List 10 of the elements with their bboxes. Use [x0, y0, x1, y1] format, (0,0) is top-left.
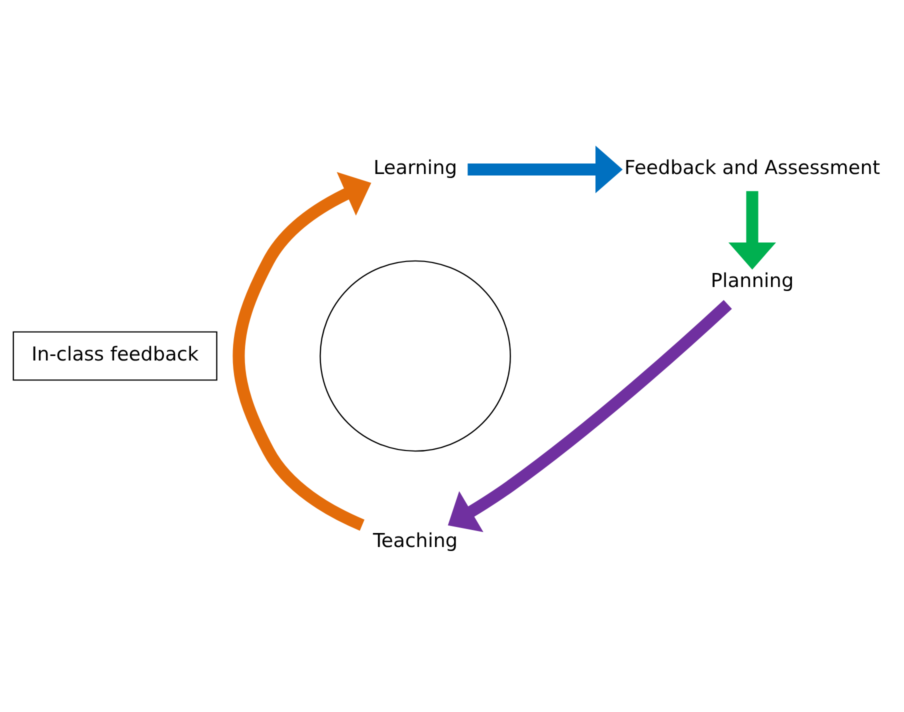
arrow [448, 300, 732, 532]
node-text: Teaching [372, 529, 458, 552]
arrow [232, 172, 372, 531]
node-circle [320, 260, 511, 452]
node-text: Learning [374, 156, 458, 180]
node-text: Planning [710, 269, 794, 292]
node-text: Feedback and Assessment [624, 156, 880, 180]
arrow [728, 191, 776, 270]
node-box: In-class feedback [12, 331, 218, 381]
arrow [468, 146, 623, 194]
